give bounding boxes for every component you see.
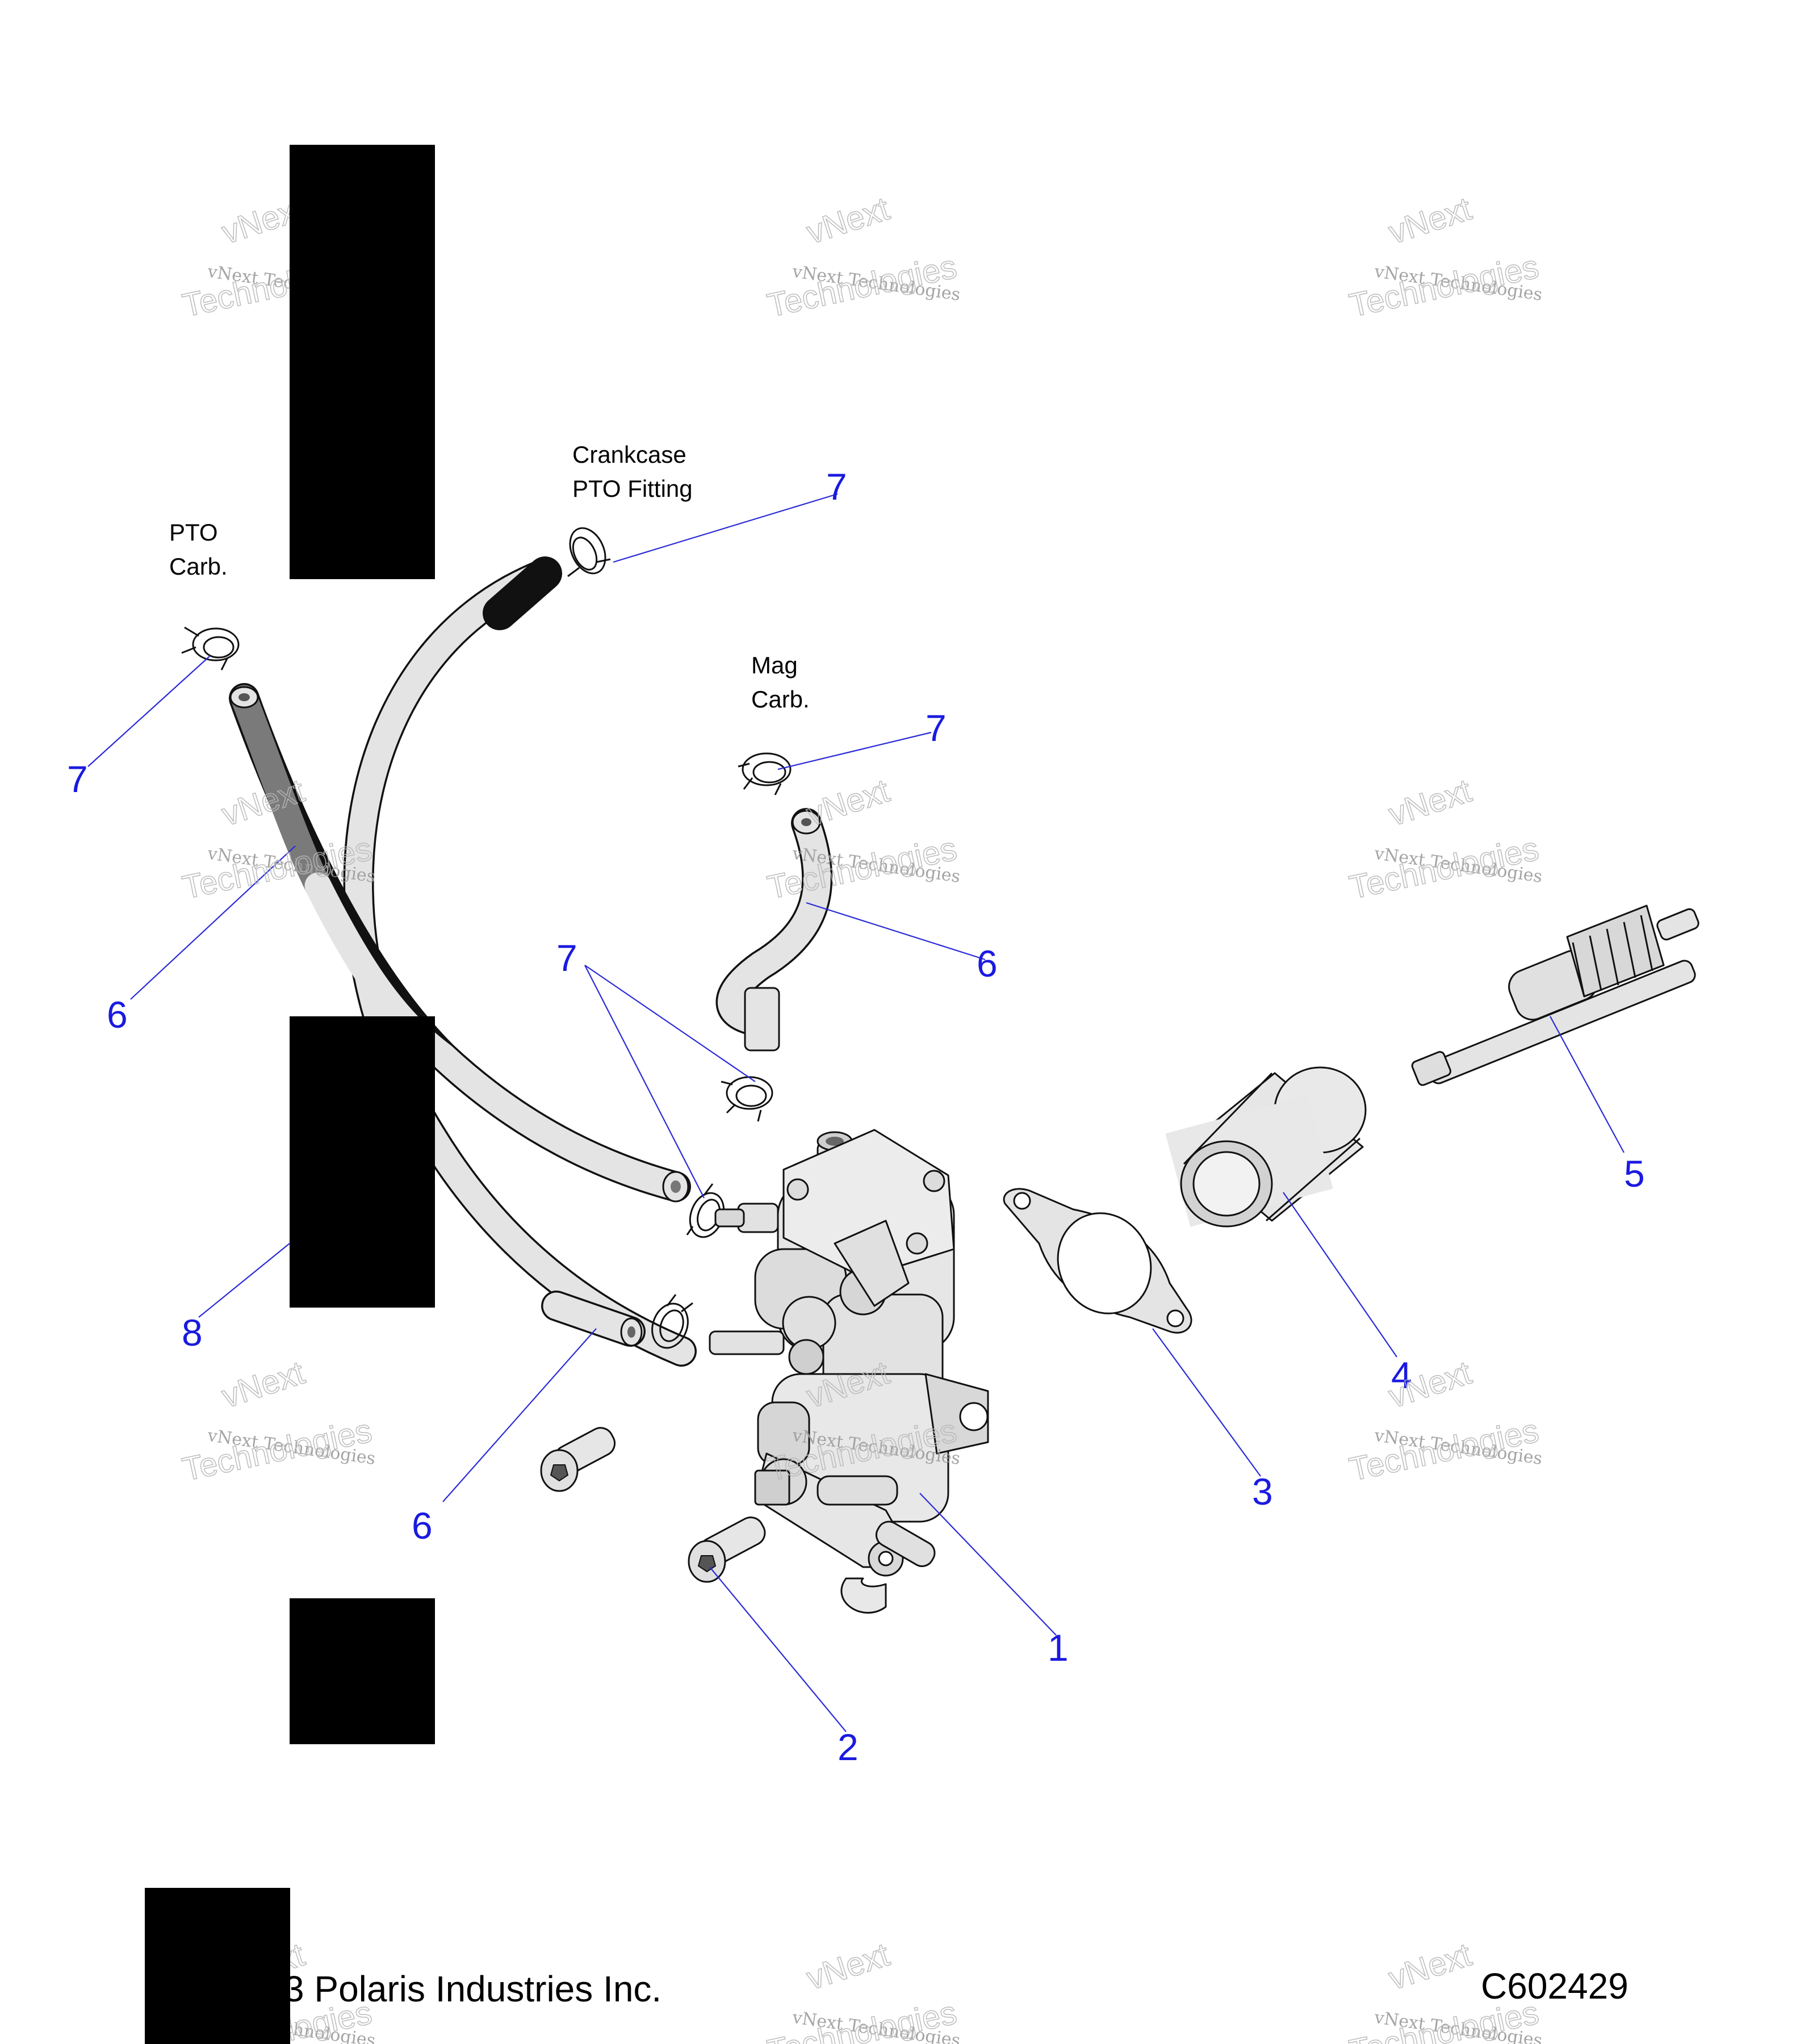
copyright-text: 3 Polaris Industries Inc. [284, 1968, 662, 2009]
watermark-brand: vNext [802, 190, 894, 252]
watermark-big: Technologies [1346, 830, 1542, 906]
callout-7-pump: 7 [556, 937, 577, 979]
hose-mag-carb [715, 808, 833, 1052]
caption-pto-fitting: PTO Fitting [572, 475, 693, 502]
callout-8: 8 [182, 1312, 203, 1354]
connection-captions: Crankcase PTO Fitting PTO Carb. Mag Carb… [169, 441, 810, 713]
callout-3: 3 [1252, 1471, 1273, 1513]
bolt-lower [688, 1517, 766, 1583]
watermark-brand: vNext [802, 1936, 894, 1997]
callout-1: 1 [1048, 1627, 1069, 1669]
gasket [1003, 1188, 1192, 1334]
caption-mag: Mag [751, 652, 798, 678]
redaction-blocks [145, 145, 435, 2044]
redaction-block-lower [290, 1598, 435, 1744]
watermark-big: Technologies [179, 1412, 375, 1488]
callout-5: 5 [1624, 1153, 1645, 1195]
redaction-block-top [290, 145, 435, 579]
watermark-brand: vNext [1384, 1936, 1476, 1997]
watermark-big: Technologies [764, 830, 960, 906]
callout-7-pto: 7 [67, 758, 88, 800]
callout-6-pto: 6 [107, 994, 128, 1036]
caption-pto: PTO [169, 519, 218, 546]
watermark-brand: vNext [217, 1354, 309, 1415]
redaction-block-middle [290, 1016, 435, 1308]
watermark-big: Technologies [764, 248, 960, 324]
redaction-block-footer [145, 1888, 290, 2044]
callout-2: 2 [838, 1726, 859, 1768]
leader-lines [87, 493, 1625, 1732]
watermark-big: Technologies [1346, 248, 1542, 324]
watermark-brand: vNext [802, 772, 894, 833]
callout-numbers: 7 7 7 7 6 6 6 8 1 2 3 4 5 [67, 466, 1645, 1768]
footer: 3 Polaris Industries Inc. C602429 [284, 1966, 1628, 2009]
oil-pump-body [709, 1129, 989, 1614]
callout-6-lower: 6 [412, 1505, 433, 1547]
watermark-brand: vNext [1384, 190, 1476, 252]
hose-short-lower [541, 1291, 646, 1347]
callout-4: 4 [1391, 1354, 1412, 1396]
figure-code: C602429 [1481, 1966, 1628, 2007]
clamp-crankcase [567, 527, 611, 577]
watermark-brand: vNext [1384, 772, 1476, 833]
callout-7-crankcase: 7 [826, 466, 847, 508]
watermark-big: Technologies [1346, 1412, 1542, 1488]
caption-mag-carb: Carb. [751, 686, 810, 713]
drive-shaft-gear [1411, 904, 1699, 1086]
bolt-upper [540, 1427, 616, 1492]
bushing [1165, 1066, 1367, 1228]
clamp-pump-lower [651, 1294, 693, 1349]
callout-6-mag: 6 [977, 943, 998, 985]
caption-pto-carb: Carb. [169, 553, 228, 580]
clamp-pto-carb [181, 626, 240, 671]
clamp-mag-carb [738, 752, 792, 795]
caption-crankcase: Crankcase [572, 441, 686, 468]
callout-7-mag: 7 [926, 707, 947, 749]
clamp-mid [721, 1076, 773, 1122]
